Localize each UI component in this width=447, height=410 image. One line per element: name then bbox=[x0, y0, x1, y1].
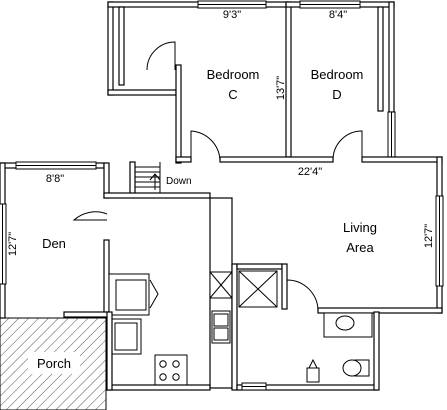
living-height-dim: 12'7" bbox=[423, 224, 435, 248]
kitchen-counter bbox=[209, 197, 233, 389]
bedroom-d-window bbox=[299, 0, 361, 9]
bathroom-vanity bbox=[323, 312, 373, 338]
den-door-swing bbox=[72, 211, 108, 221]
bathroom-window bbox=[241, 382, 267, 391]
den-top-window bbox=[15, 161, 97, 170]
stairs bbox=[129, 161, 161, 196]
living-label: Living bbox=[343, 220, 377, 235]
bedroom-c-walls bbox=[107, 1, 289, 164]
living-label-line2: Area bbox=[346, 240, 374, 255]
living-top-wall bbox=[361, 156, 443, 163]
bedroom-c-closet-door-swing bbox=[146, 41, 176, 71]
bathroom-fixture-small bbox=[306, 358, 320, 383]
kitchen-walls bbox=[106, 311, 211, 391]
den-height-dim: 12'7" bbox=[7, 232, 19, 256]
bedroom-c-window bbox=[197, 0, 267, 9]
den-width-dim: 8'8" bbox=[46, 173, 64, 185]
bedroom-d-width-dim: 8'4" bbox=[329, 9, 347, 21]
bedroom-d-label: Bedroom bbox=[311, 67, 364, 82]
bedroom-d-door-swing bbox=[332, 130, 363, 162]
stairs-label: Down bbox=[166, 176, 192, 187]
den-side-window bbox=[0, 203, 7, 285]
stove bbox=[154, 354, 188, 386]
bedroom-d-closet-door bbox=[387, 111, 396, 159]
living-window bbox=[435, 195, 444, 287]
shower bbox=[238, 270, 278, 308]
stairs-down-arrow-icon bbox=[149, 173, 161, 190]
bedroom-c-height-dim: 13'7" bbox=[275, 76, 287, 100]
bedroom-d-letter: D bbox=[332, 87, 341, 102]
porch-label-bg bbox=[28, 352, 80, 374]
bathroom-walls bbox=[231, 263, 380, 391]
hall-wall bbox=[219, 156, 334, 163]
refrigerator bbox=[108, 273, 159, 316]
bathroom-door-swing bbox=[286, 279, 319, 312]
living-width-dim: 22'4" bbox=[298, 166, 322, 178]
porch-label: Porch bbox=[37, 356, 71, 371]
dishwasher bbox=[110, 318, 142, 355]
bedroom-c-door-swing bbox=[190, 130, 221, 162]
toilet bbox=[342, 359, 370, 377]
living-south-wall bbox=[317, 307, 443, 314]
den-label: Den bbox=[42, 236, 66, 251]
kitchen-sink bbox=[211, 310, 231, 344]
bedroom-c-width-dim: 9'3" bbox=[223, 9, 241, 21]
bedroom-c-letter: C bbox=[228, 87, 237, 102]
bedroom-c-label: Bedroom bbox=[207, 67, 260, 82]
